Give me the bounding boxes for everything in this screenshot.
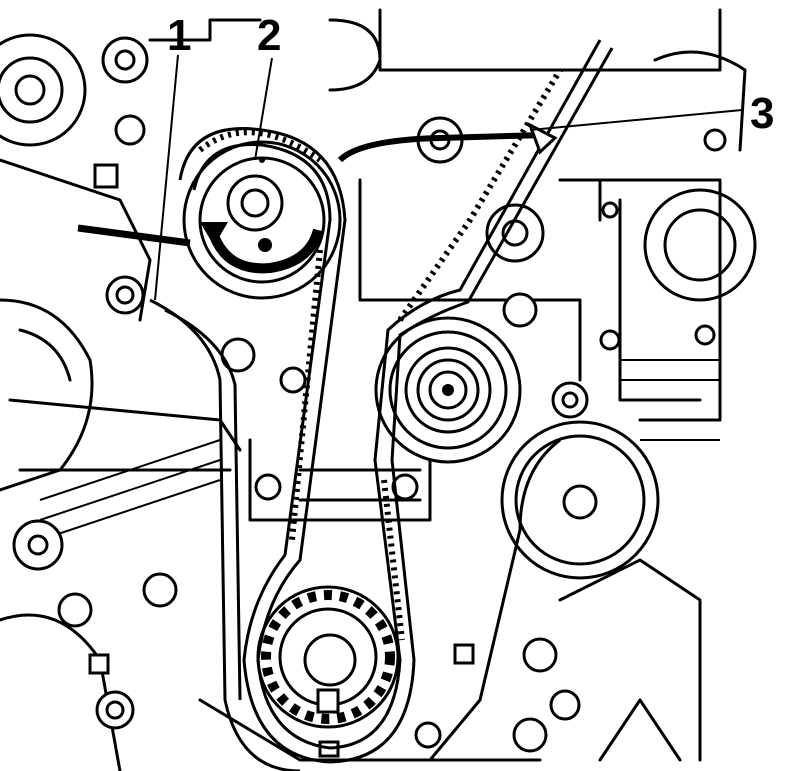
leader-lines	[154, 54, 743, 301]
engine-block-outline	[198, 8, 722, 762]
tensioner-pulley	[182, 140, 342, 300]
callout-2: 2	[257, 11, 281, 60]
callout-1: 1	[167, 11, 191, 60]
water-pump-pulley	[500, 420, 660, 580]
timing-belt	[178, 39, 614, 764]
callout-3: 3	[750, 89, 774, 138]
bolts	[220, 116, 727, 758]
locking-tools	[77, 121, 558, 247]
camshaft-pulley	[374, 316, 522, 464]
left-side-machinery	[0, 18, 382, 771]
right-housing	[558, 50, 757, 302]
crankshaft-sprocket	[256, 585, 400, 729]
leader-line-1	[154, 54, 179, 301]
arrowhead-icon	[200, 222, 228, 246]
leader-line-3	[529, 109, 743, 131]
leader-line-2	[254, 57, 273, 161]
auxiliary-belt	[149, 298, 561, 771]
rotation-arrow-icon	[207, 228, 323, 274]
